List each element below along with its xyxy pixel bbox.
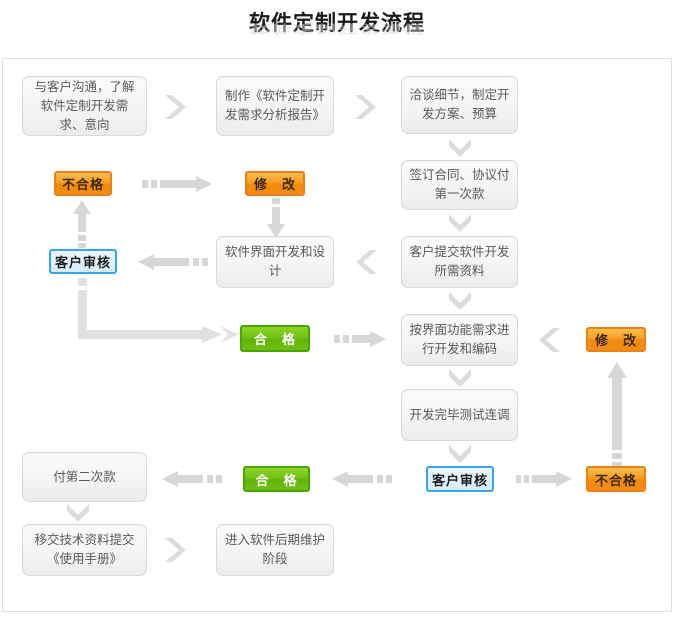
status-pill-fail-1[interactable]: 不合格 — [54, 171, 112, 196]
status-pill-modify-1[interactable]: 修 改 — [245, 171, 305, 196]
process-node-2-label: 制作《软件定制开发需求分析报告》 — [224, 89, 325, 122]
status-pill-pass-1[interactable]: 合 格 — [240, 325, 310, 352]
process-node-10-label: 移交技术资料提交《使用手册》 — [34, 533, 135, 566]
status-pill-modify-2[interactable]: 修 改 — [586, 327, 646, 352]
process-node-9: 付第二次款 — [22, 452, 147, 502]
status-pill-review-1[interactable]: 客户审核 — [49, 249, 117, 274]
process-node-10: 移交技术资料提交《使用手册》 — [22, 524, 147, 576]
chevron-arrow-right-3 — [163, 535, 189, 565]
process-node-8: 开发完毕测试连调 — [401, 389, 518, 441]
page-title: 软件定制开发流程 — [249, 12, 425, 35]
process-node-4: 签订合同、协议付第一次款 — [401, 160, 518, 210]
status-pill-modify-2-label: 修 改 — [594, 333, 637, 348]
dashed-arrow-up-1 — [72, 198, 92, 248]
process-node-6: 软件界面开发和设计 — [216, 236, 334, 288]
status-pill-fail-1-label: 不合格 — [61, 177, 104, 192]
process-node-1-label: 与客户沟通，了解软件定制开发需求、意向 — [34, 79, 135, 132]
dashed-arrow-right-2 — [334, 329, 398, 349]
status-pill-fail-2[interactable]: 不合格 — [586, 466, 646, 492]
status-pill-pass-1-label: 合 格 — [253, 332, 296, 347]
status-pill-review-1-label: 客户审核 — [54, 255, 111, 270]
chevron-arrow-left-1 — [353, 247, 379, 277]
status-pill-review-2[interactable]: 客户审核 — [426, 466, 494, 492]
chevron-arrow-down-5 — [446, 443, 474, 465]
process-node-7: 按界面功能需求进行开发和编码 — [401, 314, 518, 366]
dashed-arrow-right-3 — [516, 469, 588, 489]
chevron-arrow-down-4 — [446, 367, 474, 389]
chevron-arrow-down-2 — [446, 212, 474, 234]
dashed-arrow-up-2 — [606, 360, 628, 470]
dashed-arrow-left-2 — [160, 469, 232, 489]
process-node-3-label: 洽谈细节，制定开发方案、预算 — [409, 88, 510, 121]
status-pill-pass-2[interactable]: 合 格 — [243, 466, 310, 492]
chevron-arrow-right-1 — [163, 92, 189, 122]
chevron-arrow-down-3 — [446, 290, 474, 312]
process-node-2: 制作《软件定制开发需求分析报告》 — [216, 76, 334, 136]
chevron-arrow-left-2 — [536, 325, 562, 355]
process-node-5: 客户提交软件开发所需资料 — [401, 236, 518, 288]
process-node-8-label: 开发完毕测试连调 — [409, 407, 510, 422]
dashed-arrow-left-3 — [330, 469, 402, 489]
dashed-arrow-left-1 — [134, 252, 214, 272]
chevron-arrow-down-6 — [64, 502, 92, 524]
process-node-6-label: 软件界面开发和设计 — [224, 245, 325, 278]
status-pill-fail-2-label: 不合格 — [594, 472, 637, 488]
chevron-arrow-right-2 — [353, 92, 379, 122]
chevron-arrow-down-1 — [446, 137, 474, 159]
status-pill-pass-2-label: 合 格 — [255, 472, 298, 488]
process-node-5-label: 客户提交软件开发所需资料 — [409, 245, 510, 278]
elbow-connector-pass-1 — [62, 278, 252, 348]
process-node-7-label: 按界面功能需求进行开发和编码 — [409, 323, 510, 356]
status-pill-review-2-label: 客户审核 — [431, 472, 488, 488]
dashed-arrow-down-1 — [266, 198, 286, 240]
process-node-11: 进入软件后期维护阶段 — [216, 524, 334, 576]
process-node-1: 与客户沟通，了解软件定制开发需求、意向 — [22, 76, 147, 136]
process-node-3: 洽谈细节，制定开发方案、预算 — [401, 76, 518, 134]
dashed-arrow-right-1 — [142, 174, 222, 194]
process-node-11-label: 进入软件后期维护阶段 — [224, 533, 325, 566]
process-node-4-label: 签订合同、协议付第一次款 — [409, 168, 510, 201]
process-node-9-label: 付第二次款 — [53, 469, 116, 484]
status-pill-modify-1-label: 修 改 — [253, 177, 296, 192]
